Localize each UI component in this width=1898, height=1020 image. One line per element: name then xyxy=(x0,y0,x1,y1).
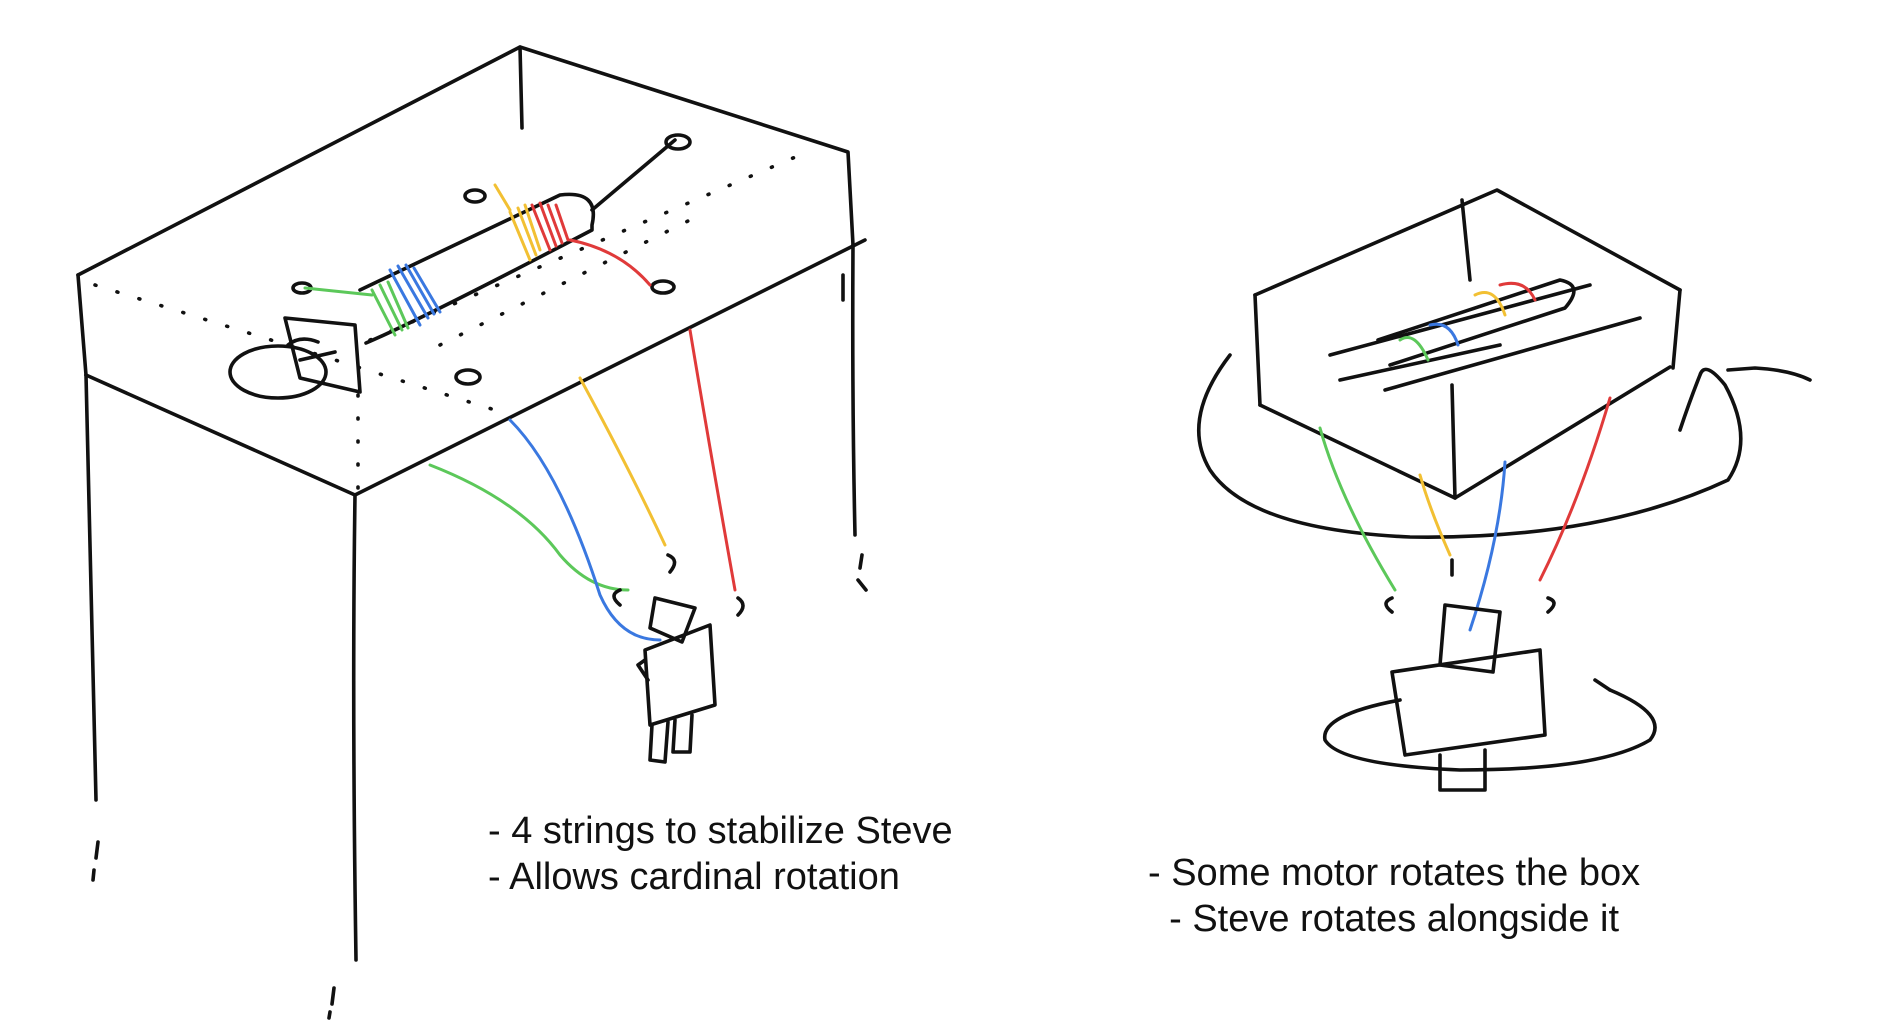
anchor-ring-top xyxy=(664,133,692,151)
string-coil-red xyxy=(530,201,570,252)
box-inner-string-green xyxy=(1398,336,1430,362)
box-left-edge xyxy=(1253,293,1262,407)
box-string-green xyxy=(1318,426,1397,592)
steve-face xyxy=(286,337,337,362)
anchor-ring-4 xyxy=(454,368,482,386)
table-leg-right xyxy=(850,243,857,537)
string-red-top-run xyxy=(568,238,652,287)
box-inner-string-yellow xyxy=(1473,291,1507,317)
note-right-line-2: - Steve rotates alongside it xyxy=(1148,898,1620,940)
rotating-box-sketch xyxy=(1197,188,1812,792)
hidden-line-2 xyxy=(368,153,802,342)
table-box-back-post xyxy=(518,45,524,130)
steve-body xyxy=(358,192,595,345)
string-green xyxy=(428,463,630,592)
note-left: - 4 strings to stabilize Steve- Allows c… xyxy=(488,808,953,900)
rotation-arrow xyxy=(1323,688,1657,772)
table-top-back-edge xyxy=(76,45,855,277)
rotation-arrow-head xyxy=(1593,678,1612,692)
note-right: - Some motor rotates the box - Steve rot… xyxy=(1148,850,1640,942)
string-coil-green xyxy=(303,280,410,337)
steve-standing-head xyxy=(648,596,697,644)
rotating-hooks xyxy=(1384,558,1556,614)
steve-hat xyxy=(283,316,362,394)
steve-standing-arm-left xyxy=(636,658,650,682)
string-coil-yellow xyxy=(493,183,542,262)
box-front-corner xyxy=(1450,383,1457,500)
steve-standing-hooks xyxy=(612,553,745,617)
string-yellow xyxy=(578,376,667,547)
steve-rope xyxy=(590,138,677,212)
steve-head xyxy=(228,344,328,400)
turntable-outline xyxy=(1197,353,1743,539)
table-top-front-edge xyxy=(84,238,867,497)
box-string-yellow xyxy=(1418,473,1452,557)
note-left-line-1: - 4 strings to stabilize Steve xyxy=(488,810,953,852)
string-coil-blue xyxy=(388,263,442,327)
box-inner-steve xyxy=(1376,278,1576,367)
steve-standing-legs xyxy=(648,713,694,764)
table-leg-front xyxy=(351,493,358,962)
table-leg-left xyxy=(84,373,98,802)
turntable-motor-arrow xyxy=(1726,366,1812,382)
leg-tick-1 xyxy=(91,840,100,882)
box-inner-wall xyxy=(1460,198,1472,282)
note-left-line-2: - Allows cardinal rotation xyxy=(488,856,900,898)
box-top-edge xyxy=(1253,188,1682,297)
note-right-line-1: - Some motor rotates the box xyxy=(1148,852,1641,894)
steve-standing-body xyxy=(643,623,717,727)
anchor-ring-3 xyxy=(650,279,676,295)
anchor-ring-1 xyxy=(463,188,487,204)
hidden-line-3 xyxy=(438,213,702,347)
box-string-red xyxy=(1538,396,1612,582)
box-inner-string-blue xyxy=(1428,322,1460,347)
steve-rotating-head xyxy=(1438,603,1502,674)
box-right-edge xyxy=(1671,288,1682,370)
table-box-sketch xyxy=(76,45,868,1020)
leg-tick-2 xyxy=(327,986,336,1020)
steve-rotating-figure xyxy=(1323,558,1657,792)
box-inner-string-red xyxy=(1498,281,1537,302)
string-red xyxy=(688,328,737,592)
steve-rotating-body xyxy=(1390,648,1547,757)
leg-tick-3 xyxy=(856,553,868,592)
box-rails xyxy=(1328,283,1642,392)
table-top-left-edge xyxy=(76,273,88,377)
string-blue xyxy=(508,418,662,642)
steve-standing-figure xyxy=(612,553,745,764)
